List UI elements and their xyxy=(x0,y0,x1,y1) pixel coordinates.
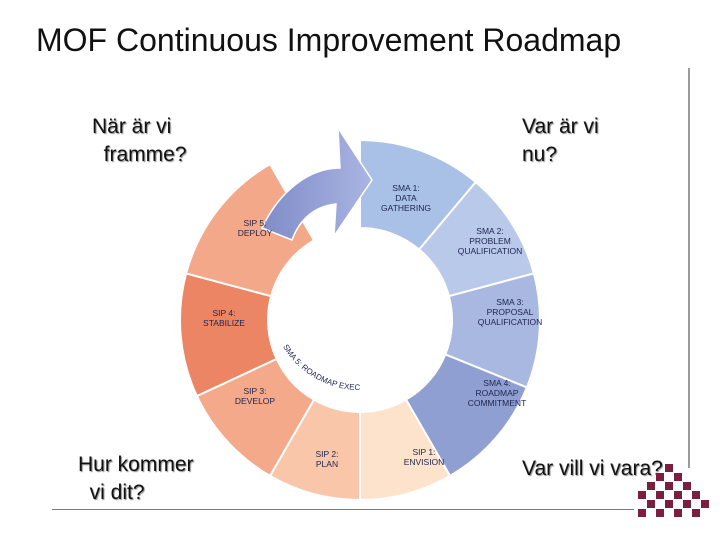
logo-square xyxy=(701,500,709,508)
logo-square xyxy=(674,509,682,517)
logo-square xyxy=(647,482,655,490)
logo-square xyxy=(665,482,673,490)
logo-square xyxy=(638,509,646,517)
page-title: MOF Continuous Improvement Roadmap xyxy=(36,22,622,58)
logo-square xyxy=(638,491,646,499)
logo-square xyxy=(674,491,682,499)
logo-square xyxy=(647,500,655,508)
logo-square xyxy=(683,500,691,508)
question-top-right: Var är vi nu? xyxy=(522,115,599,166)
logo-square xyxy=(656,509,664,517)
bottom-divider xyxy=(52,509,634,510)
segment-label: SIP 4:STABILIZE xyxy=(203,308,245,328)
logo-square xyxy=(656,491,664,499)
vertical-divider xyxy=(688,68,690,468)
question-bottom-right: Var vill vi vara? xyxy=(522,457,663,480)
segment-label: SIP 1:ENVISION xyxy=(404,447,445,467)
logo-square xyxy=(692,491,700,499)
checkered-logo-icon xyxy=(638,464,709,517)
segment-label: SIP 5:DEPLOY xyxy=(238,218,273,238)
logo-square xyxy=(692,509,700,517)
logo-square xyxy=(665,464,673,472)
question-bottom-left: Hur kommer vi dit? xyxy=(78,453,194,504)
logo-square xyxy=(683,482,691,490)
segment-label: SIP 3:DEVELOP xyxy=(235,386,275,406)
logo-square xyxy=(665,500,673,508)
question-top-left: När är vi framme? xyxy=(92,115,187,166)
logo-square xyxy=(674,473,682,481)
segment-label: SIP 2:PLAN xyxy=(316,449,339,469)
logo-square xyxy=(656,473,664,481)
cycle-arrow xyxy=(260,125,373,241)
